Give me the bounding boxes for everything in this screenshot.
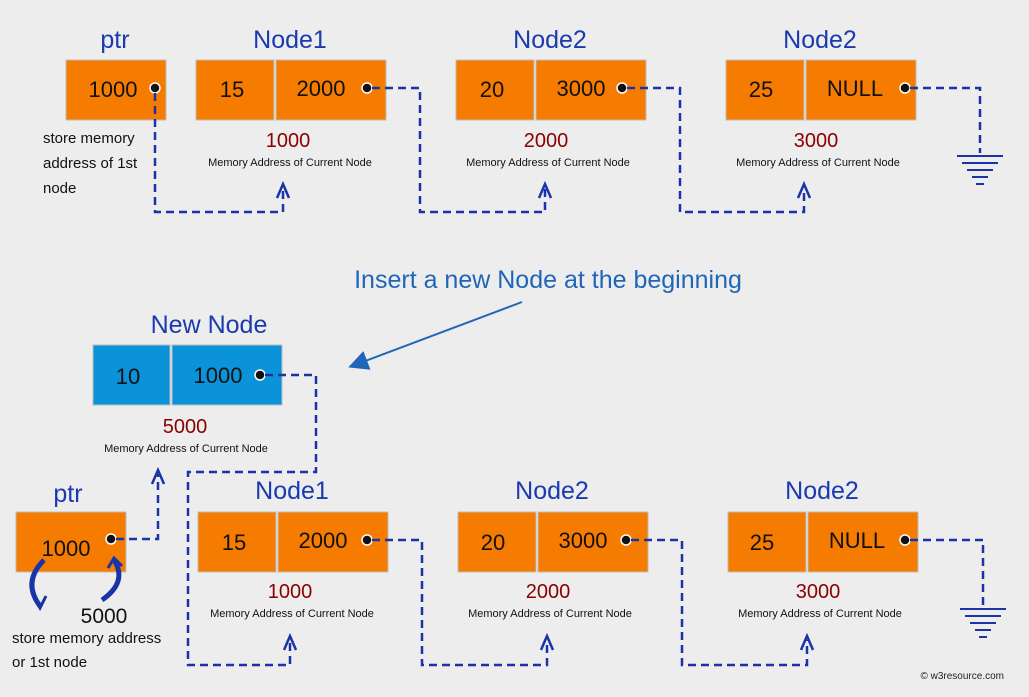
bottom-node1-data-cell xyxy=(197,511,277,573)
top-ptr-pointer-dot xyxy=(149,82,161,94)
top-node2-caption: Memory Address of Current Node xyxy=(466,157,630,169)
top-node2-next-cell xyxy=(535,59,647,121)
top-ptr-link xyxy=(153,93,285,214)
top-node2-title: Node2 xyxy=(513,26,587,54)
bottom-ptr-title: ptr xyxy=(53,480,82,508)
top-node3-next-cell xyxy=(805,59,917,121)
new-node-caption: Memory Address of Current Node xyxy=(104,443,268,455)
top-ptr-link-arrowhead xyxy=(275,180,291,199)
top-node1-next: 2000 xyxy=(297,76,346,101)
top-node1-data-cell xyxy=(195,59,275,121)
top-node1-pointer-dot xyxy=(361,82,373,94)
bottom-node1-data: 15 xyxy=(222,530,246,555)
top-ptr-box xyxy=(65,59,167,121)
new-node-address: 5000 xyxy=(163,416,208,438)
new-node-data-cell xyxy=(92,344,171,406)
top-list: ptr 1000 store memory address of 1st nod… xyxy=(43,26,1003,214)
top-node1-data: 15 xyxy=(220,77,244,102)
top-node3-next: NULL xyxy=(827,76,883,101)
top-node2-pointer-dot xyxy=(616,82,628,94)
bottom-node2-pointer-dot xyxy=(620,534,632,546)
top-node1-address: 1000 xyxy=(266,130,311,152)
bottom-node2-next: 3000 xyxy=(559,528,608,553)
bottom-node3-address: 3000 xyxy=(796,581,841,603)
bottom-node2-data: 20 xyxy=(481,530,505,555)
bottom-node3-data: 25 xyxy=(750,530,774,555)
bottom-ptr-right-curved-arrow xyxy=(100,558,122,603)
bottom-ptr-new-value: 5000 xyxy=(81,605,128,628)
top-ground-icon xyxy=(957,155,1003,185)
new-node-next: 1000 xyxy=(194,363,243,388)
insert-heading: Insert a new Node at the beginning xyxy=(354,266,742,294)
bottom-ptr-note-line2: or 1st node xyxy=(12,654,87,671)
bottom-ptr-link xyxy=(116,474,160,541)
bottom-node1-pointer-dot xyxy=(361,534,373,546)
top-node2-address: 2000 xyxy=(524,130,569,152)
bottom-ptr-note-line1: store memory address xyxy=(12,630,161,647)
top-node2-link-arrowhead xyxy=(796,180,812,199)
bottom-node1-link xyxy=(372,538,549,667)
top-node3-data: 25 xyxy=(749,77,773,102)
top-node3-caption: Memory Address of Current Node xyxy=(736,157,900,169)
bottom-ground-icon xyxy=(960,608,1006,638)
bottom-node3-next: NULL xyxy=(829,528,885,553)
top-node1-caption: Memory Address of Current Node xyxy=(208,157,372,169)
bottom-node3-caption: Memory Address of Current Node xyxy=(738,608,902,620)
new-node-link xyxy=(186,373,318,667)
top-node1-link-arrowhead xyxy=(537,180,553,199)
new-node-data: 10 xyxy=(116,364,140,389)
bottom-node2-address: 2000 xyxy=(526,581,571,603)
top-node3-pointer-dot xyxy=(899,82,911,94)
bottom-node3-pointer-dot xyxy=(899,534,911,546)
new-node: New Node 10 1000 5000 Memory Address of … xyxy=(92,311,318,667)
top-ptr-value: 1000 xyxy=(89,77,138,102)
new-node-pointer-dot xyxy=(254,369,266,381)
top-node3-data-cell xyxy=(725,59,805,121)
bottom-node1-title: Node1 xyxy=(255,477,329,505)
bottom-node2-data-cell xyxy=(457,511,537,573)
top-node1-link xyxy=(372,86,547,214)
bottom-list: ptr 1000 5000 store memory address or 1s… xyxy=(12,466,1006,671)
top-node2-link xyxy=(627,86,806,214)
new-node-title: New Node xyxy=(151,311,268,339)
top-node3-address: 3000 xyxy=(794,130,839,152)
bottom-node1-next: 2000 xyxy=(299,528,348,553)
new-node-link-arrowhead xyxy=(282,632,298,651)
top-node1-title: Node1 xyxy=(253,26,327,54)
bottom-node2-link-arrowhead xyxy=(799,632,815,651)
bottom-ptr-left-arrowhead xyxy=(32,595,48,612)
bottom-node2-caption: Memory Address of Current Node xyxy=(468,608,632,620)
top-ptr-note-line1: store memory xyxy=(43,130,135,147)
top-null-link xyxy=(910,86,982,153)
bottom-ptr-value: 1000 xyxy=(42,536,91,561)
top-node3-title: Node2 xyxy=(783,26,857,54)
bottom-node1-address: 1000 xyxy=(268,581,313,603)
top-node2-next: 3000 xyxy=(557,76,606,101)
bottom-ptr-pointer-dot xyxy=(105,533,117,545)
bottom-node1-link-arrowhead xyxy=(539,632,555,651)
watermark: © w3resource.com xyxy=(920,671,1004,682)
bottom-ptr-right-arrowhead xyxy=(106,555,124,569)
bottom-node3-data-cell xyxy=(727,511,807,573)
heading-arrow xyxy=(348,301,523,370)
bottom-node1-caption: Memory Address of Current Node xyxy=(210,608,374,620)
top-ptr-note-line3: node xyxy=(43,180,76,197)
top-node2-data: 20 xyxy=(480,77,504,102)
top-node2-data-cell xyxy=(455,59,535,121)
bottom-node2-title: Node2 xyxy=(515,477,589,505)
bottom-ptr-link-arrowhead xyxy=(150,466,166,485)
top-ptr-note-line2: address of 1st xyxy=(43,155,138,172)
top-ptr-title: ptr xyxy=(100,26,129,54)
bottom-null-link xyxy=(910,538,985,606)
bottom-node3-title: Node2 xyxy=(785,477,859,505)
bottom-node2-link xyxy=(631,538,809,667)
